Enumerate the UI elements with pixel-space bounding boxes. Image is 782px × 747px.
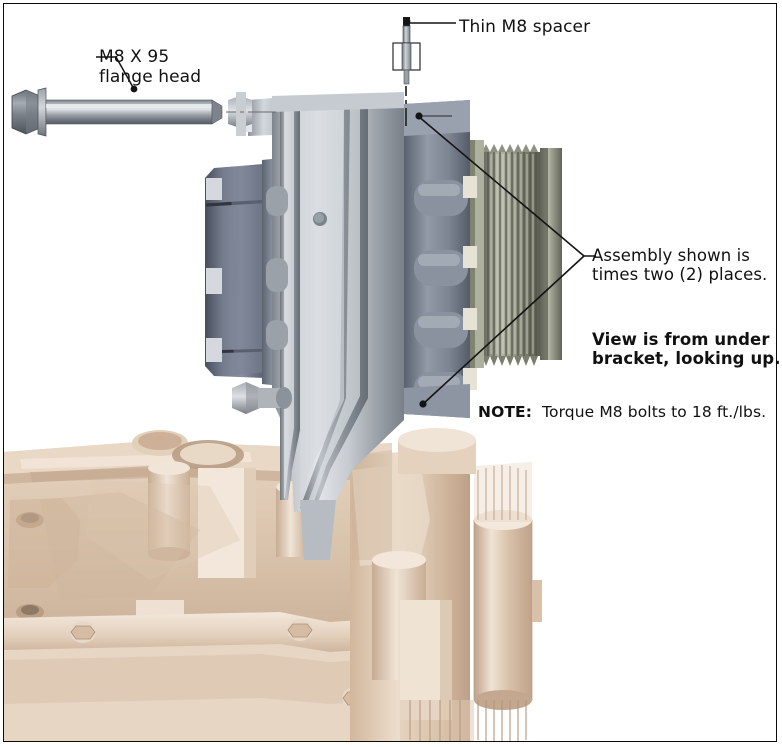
callout-torque-note: NOTE: Torque M8 bolts to 18 ft./lbs. [478,403,766,421]
compressor-front-boss-column [404,100,477,418]
note-body-text: Torque M8 bolts to 18 ft./lbs. [542,403,767,421]
engine-block-assembly [4,428,776,741]
callout-view-orientation-note: View is from under bracket, looking up. [592,330,781,369]
callout-assembly-quantity-note: Assembly shown is times two (2) places. [592,246,768,285]
lower-flange-nut [232,382,292,414]
upper-flange-nut [228,92,252,136]
callout-thin-spacer-label: Thin M8 spacer [459,17,591,37]
clutch-ribbed-pulley [470,140,562,368]
callout-m8-bolt-label: M8 X 95 flange head [99,47,202,88]
m8-flange-head-bolt [11,87,223,137]
note-keyword: NOTE: [478,403,533,421]
crank-pulley [400,462,542,741]
leader-lines [96,17,596,408]
